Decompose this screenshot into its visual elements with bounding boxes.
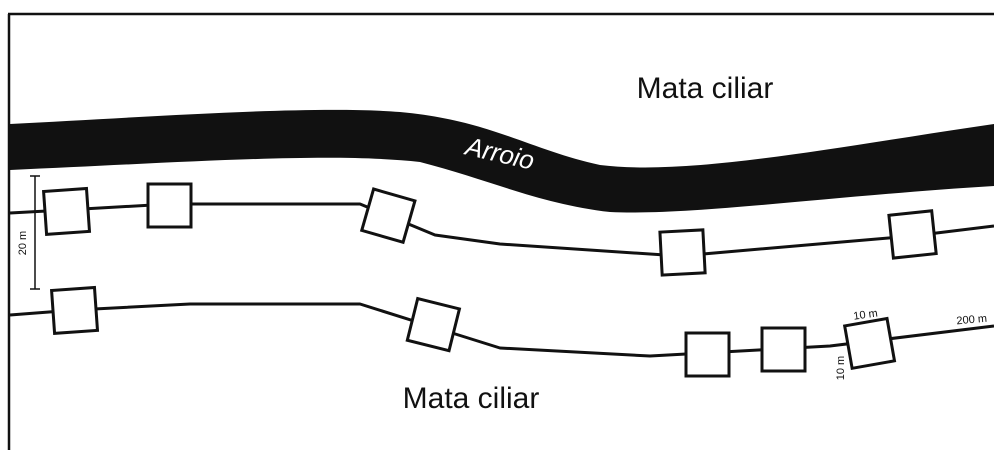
riparian-label-bottom: Mata ciliar — [403, 382, 540, 415]
riparian-label-top: Mata ciliar — [637, 72, 774, 105]
transect-length-label: 200 m — [956, 313, 988, 328]
transect-line-upper — [9, 202, 994, 258]
plot-upper-3 — [359, 187, 417, 245]
plot-upper-2 — [146, 182, 193, 229]
plot-upper-4 — [658, 228, 707, 277]
plot-lower-3 — [684, 331, 731, 378]
plot-lower-5 — [842, 316, 897, 371]
plot-lower-2 — [405, 296, 462, 353]
plot-upper-5 — [887, 209, 938, 260]
spacing-dimension — [30, 175, 40, 290]
plot-height-label: 10 m — [835, 356, 847, 380]
spacing-label: 20 m — [17, 231, 29, 255]
plot-lower-1 — [49, 285, 100, 336]
plot-upper-1 — [41, 186, 92, 237]
plot-lower-4 — [760, 326, 807, 373]
stream-band — [10, 109, 994, 213]
plot-width-label: 10 m — [853, 307, 879, 322]
